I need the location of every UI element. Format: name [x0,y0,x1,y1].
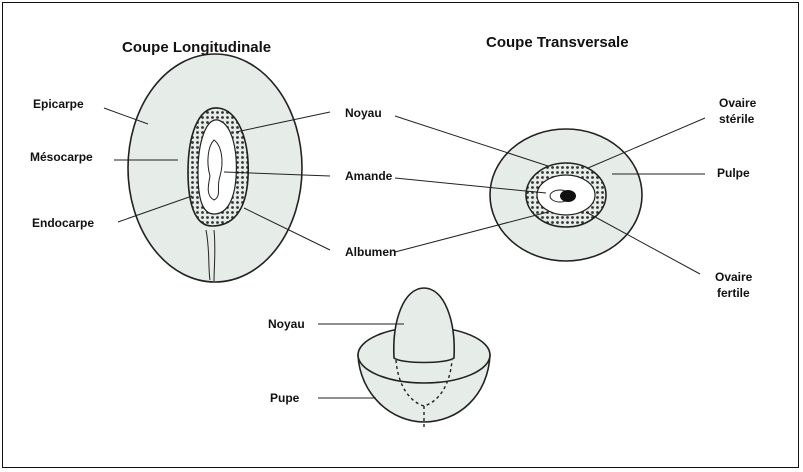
longitudinal-section [128,54,302,282]
label-ovaire-sterile-line2: stérile [719,112,755,126]
label-noyau: Noyau [345,106,382,120]
label-epicarpe: Epicarpe [33,97,84,111]
cutaway-olive [358,288,490,430]
label-mesocarpe: Mésocarpe [30,150,93,164]
title-transversal: Coupe Transversale [486,34,629,51]
label-endocarpe: Endocarpe [32,216,94,230]
transversal-section [490,129,642,261]
cutaway-stone [394,288,454,363]
label-noyau-bottom: Noyau [268,317,305,331]
title-longitudinal: Coupe Longitudinale [122,39,271,56]
label-amande: Amande [345,169,393,183]
label-pulpe: Pulpe [717,166,750,180]
label-albumen: Albumen [345,245,396,259]
label-pupe: Pupe [270,391,300,405]
label-ovaire-fertile-line2: fertile [717,286,750,300]
transversal-fertile-ovary [560,190,576,202]
label-ovaire-fertile-line1: Ovaire [715,270,753,284]
label-ovaire-sterile-line1: Ovaire [719,96,757,110]
